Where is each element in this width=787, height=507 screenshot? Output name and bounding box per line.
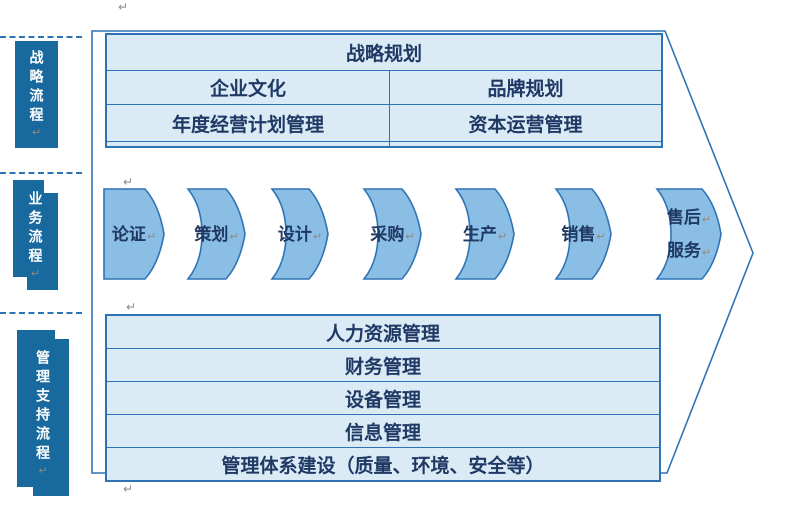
chevron-shape — [554, 188, 612, 280]
pilcrow-mark: ↵ — [123, 482, 134, 496]
bar-rect — [13, 180, 44, 277]
chevron-shape — [454, 188, 515, 280]
process-step-label: 服务 — [666, 241, 701, 260]
support-row-label: 财务管理 — [344, 356, 421, 378]
process-step-1[interactable]: 论证↵ — [103, 188, 165, 280]
pilcrow-mark: ↵ — [38, 464, 48, 477]
sidebar-bar-management-support-process[interactable]: 管理支持流程 ↵ — [17, 330, 69, 496]
support-row-label: 人力资源管理 — [325, 323, 440, 345]
process-step-label: 论证 — [111, 224, 146, 244]
cell-corporate-culture[interactable]: 企业文化 — [107, 71, 389, 104]
pilcrow-mark: ↵ — [146, 230, 157, 243]
empty-cell — [388, 142, 661, 146]
strategy-table-header-row[interactable]: 战略规划 — [107, 35, 661, 70]
pilcrow-mark: ↵ — [31, 127, 42, 139]
pilcrow-mark: ↵ — [405, 230, 415, 243]
process-step-label: 采购 — [370, 224, 405, 244]
cell-brand-planning[interactable]: 品牌规划 — [388, 71, 661, 104]
strategy-table-row-1: 企业文化 品牌规划 — [107, 70, 661, 104]
support-table[interactable]: 人力资源管理财务管理设备管理信息管理管理体系建设（质量、环境、安全等） — [105, 314, 661, 482]
pilcrow-mark: ↵ — [701, 247, 712, 259]
support-row-1[interactable]: 人力资源管理 — [107, 316, 659, 348]
bar-rect — [17, 330, 55, 487]
sidebar-bar-business-process[interactable]: 业务流程 ↵ — [13, 180, 58, 291]
process-step-row: 论证↵ 策划↵ 设计↵ 采购↵ 生产↵ — [0, 188, 787, 280]
dashed-separator-middle — [0, 172, 82, 174]
cell-annual-business-plan[interactable]: 年度经营计划管理 — [107, 105, 389, 141]
strategy-table[interactable]: 战略规划 企业文化 品牌规划 年度经营计划管理 资本运营管理 — [105, 33, 663, 148]
process-step-label: 生产 — [462, 224, 497, 244]
dashed-separator-bottom — [0, 312, 82, 314]
pilcrow-mark: ↵ — [229, 230, 239, 243]
pilcrow-mark: ↵ — [701, 214, 712, 226]
pilcrow-mark: ↵ — [30, 268, 41, 280]
sidebar-label-business: 业务流程 — [27, 191, 44, 267]
support-row-2[interactable]: 财务管理 — [107, 348, 659, 381]
support-row-3[interactable]: 设备管理 — [107, 381, 659, 414]
cell-capital-operation[interactable]: 资本运营管理 — [388, 105, 661, 141]
chevron-shape — [186, 188, 246, 280]
pilcrow-mark: ↵ — [123, 175, 134, 189]
cell-label: 企业文化 — [209, 79, 286, 100]
process-step-label: 策划 — [194, 224, 229, 244]
sidebar-label-management-support: 管理支持流程 — [35, 349, 51, 464]
pilcrow-mark: ↵ — [126, 300, 137, 314]
cell-label: 品牌规划 — [487, 79, 564, 100]
process-step-label: 销售 — [561, 224, 596, 244]
pilcrow-mark: ↵ — [118, 0, 129, 14]
sidebar-label-strategy: 战略流程 — [28, 50, 45, 126]
cell-label: 年度经营计划管理 — [171, 114, 324, 136]
process-step-5[interactable]: 生产↵ — [454, 188, 515, 280]
empty-cell — [107, 142, 389, 146]
process-step-2[interactable]: 策划↵ — [186, 188, 246, 280]
pilcrow-mark: ↵ — [596, 230, 606, 243]
chevron-shape — [655, 188, 722, 280]
pilcrow-mark: ↵ — [312, 230, 323, 243]
cell-label: 资本运营管理 — [468, 114, 583, 136]
process-step-6[interactable]: 销售↵ — [554, 188, 612, 280]
pilcrow-mark: ↵ — [497, 230, 508, 243]
bar-rect — [15, 41, 58, 148]
dashed-separator-top — [0, 36, 82, 38]
process-step-4[interactable]: 采购↵ — [362, 188, 422, 280]
process-step-3[interactable]: 设计↵ — [270, 188, 329, 280]
process-step-label: 售后 — [666, 208, 701, 227]
strategy-table-empty-row — [107, 141, 661, 146]
support-row-label: 管理体系建设（质量、环境、安全等） — [221, 455, 545, 477]
strategy-table-row-2: 年度经营计划管理 资本运营管理 — [107, 104, 661, 141]
sidebar-bar-strategy-process[interactable]: 战略流程 ↵ — [15, 41, 58, 148]
chevron-shape — [103, 188, 165, 280]
process-step-label: 设计 — [277, 224, 312, 244]
support-row-label: 设备管理 — [344, 389, 421, 411]
strategy-header-label: 战略规划 — [345, 44, 422, 65]
chevron-shape — [270, 188, 329, 280]
chevron-shape — [362, 188, 422, 280]
support-row-5[interactable]: 管理体系建设（质量、环境、安全等） — [107, 447, 659, 480]
support-row-4[interactable]: 信息管理 — [107, 414, 659, 447]
process-step-7[interactable]: 售后↵ 服务↵ — [655, 188, 722, 280]
support-row-label: 信息管理 — [344, 422, 421, 444]
